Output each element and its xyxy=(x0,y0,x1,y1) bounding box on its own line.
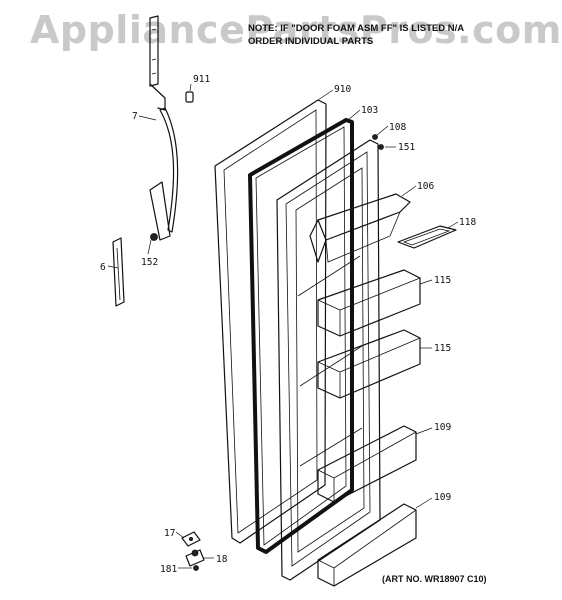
inner-door-liner xyxy=(276,139,381,581)
callout-108: 108 xyxy=(389,122,406,133)
callout-109-lower: 109 xyxy=(434,492,451,503)
callout-103: 103 xyxy=(361,105,378,116)
callout-152: 152 xyxy=(141,257,158,268)
callout-115-lower: 115 xyxy=(434,343,451,354)
screw-part-152[interactable] xyxy=(147,233,158,255)
handle-part-7[interactable] xyxy=(138,15,179,241)
callout-115-upper: 115 xyxy=(434,275,451,286)
dairy-door-part-106[interactable] xyxy=(309,185,417,263)
callout-911: 911 xyxy=(193,74,210,85)
door-bin-part-115-lower[interactable] xyxy=(317,329,432,399)
door-bin-part-115-upper[interactable] xyxy=(317,269,433,337)
note-line-1: NOTE: IF "DOOR FOAM ASM FF" IS LISTED N/… xyxy=(248,23,465,34)
cap-part-911[interactable] xyxy=(185,83,194,103)
callout-6: 6 xyxy=(100,262,106,273)
callout-17: 17 xyxy=(164,528,175,539)
callout-109-upper: 109 xyxy=(434,422,451,433)
note-line-2: ORDER INDIVIDUAL PARTS xyxy=(248,36,374,47)
watermark-text: AppliancePartsPros.com xyxy=(30,8,562,52)
hinge-plate-part-17[interactable] xyxy=(175,531,201,547)
door-bin-part-109-lower[interactable] xyxy=(317,497,433,587)
callout-7: 7 xyxy=(132,111,138,122)
callout-910: 910 xyxy=(334,84,351,95)
bracket-part-18[interactable] xyxy=(185,549,214,567)
callout-118: 118 xyxy=(459,217,476,228)
diagram-note: NOTE: IF "DOOR FOAM ASM FF" IS LISTED N/… xyxy=(248,22,464,48)
door-outer-panel-part-910[interactable] xyxy=(214,89,334,544)
callout-18: 18 xyxy=(216,554,228,565)
callout-151: 151 xyxy=(398,142,415,153)
callout-106: 106 xyxy=(417,181,434,192)
tray-part-118[interactable] xyxy=(397,221,459,249)
door-gasket-part-103[interactable] xyxy=(248,109,361,554)
trim-strip-part-6[interactable] xyxy=(107,237,125,307)
screw-part-181[interactable] xyxy=(178,565,199,571)
screw-part-151[interactable] xyxy=(378,144,397,150)
callout-181: 181 xyxy=(160,564,177,575)
door-bin-part-109-upper[interactable] xyxy=(317,425,433,503)
hinge-part-108[interactable] xyxy=(372,125,389,140)
art-number: (ART NO. WR18907 C10) xyxy=(382,574,487,584)
